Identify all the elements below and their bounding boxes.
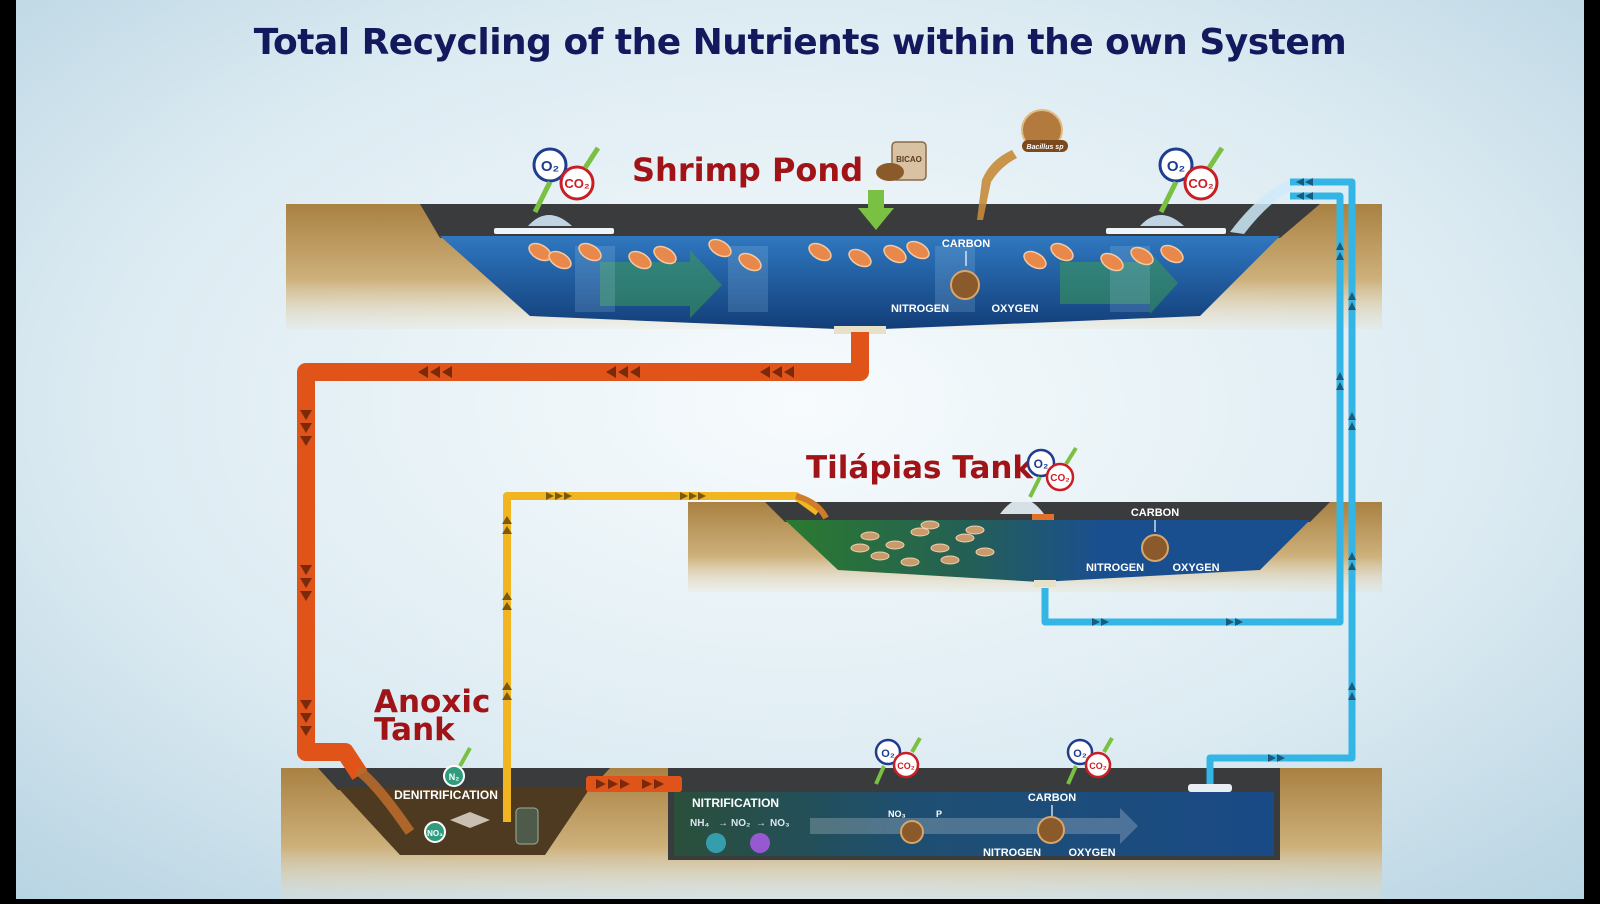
gas-exchange-icon: O₂ CO₂: [1066, 737, 1114, 785]
no3-label: NO₃: [770, 818, 790, 829]
aerator-splash: [528, 215, 572, 226]
arrow-nh4-no2: →: [718, 818, 728, 829]
no2-label: NO₂: [731, 818, 750, 829]
shrimp-carbon-label: CARBON: [942, 238, 990, 250]
shrimp-pond-label: Shrimp Pond: [632, 151, 863, 189]
biofloc-icon: [1037, 816, 1065, 844]
waste-pipe: [297, 332, 869, 780]
svg-text:O₂: O₂: [881, 748, 895, 760]
svg-text:Bacillus sp: Bacillus sp: [1027, 144, 1065, 151]
svg-text:CO₂: CO₂: [1050, 473, 1069, 484]
tilapia-oxygen-label: OXYGEN: [1172, 562, 1219, 574]
gas-exchange-icon: O₂ CO₂: [874, 737, 922, 785]
biofloc-icon: [1141, 534, 1169, 562]
pump-icon: [515, 807, 539, 845]
tilapia-tank-rim: [765, 502, 1330, 522]
waste-outflow: [354, 766, 415, 835]
tilapia-fish: [850, 520, 995, 567]
clean-return-pipe-tilapia: [1041, 192, 1344, 626]
feed-bucket-icon: BICAO: [876, 141, 927, 181]
n2-release-arrow: [458, 747, 472, 767]
pond-drain: [834, 326, 886, 334]
recycle-flow-chevrons: [502, 492, 706, 700]
gas-exchange-icon: O₂ CO₂: [532, 146, 601, 214]
shrimp-nitrogen-label: NITROGEN: [891, 303, 949, 315]
nitri-oxygen-label: OXYGEN: [1068, 847, 1115, 859]
gas-exchange-icon: O₂ CO₂: [1026, 446, 1078, 498]
nitrobacter-icon: [750, 833, 770, 853]
svg-text:CO₂: CO₂: [897, 761, 915, 771]
shrimp-flow-arrow: [600, 250, 722, 318]
background: [16, 0, 1584, 899]
waste-flow-chevrons: [300, 366, 794, 789]
nh4-label: NH₄: [690, 818, 709, 829]
nitrification-outlet: [1188, 784, 1232, 792]
tilapia-carbon-label: CARBON: [1131, 507, 1179, 519]
nitrification-label: NITRIFICATION: [692, 796, 779, 810]
svg-text:O₂: O₂: [1073, 748, 1087, 760]
recycle-pipe: [503, 492, 821, 822]
nitrification-tank-water: [674, 792, 1274, 856]
anoxic-tank-label-line2: Tank: [374, 712, 456, 748]
svg-text:CO₂: CO₂: [1089, 761, 1107, 771]
nitrosomonas-icon: [706, 833, 726, 853]
tilapia-tank: CARBON NITROGEN OXYGEN Tilápias Tank O₂ …: [688, 446, 1382, 592]
svg-text:BICAO: BICAO: [896, 155, 922, 164]
svg-text:CO₂: CO₂: [564, 176, 590, 191]
tilapia-tank-label: Tilápias Tank: [806, 450, 1034, 486]
nitri-nitrogen-label: NITROGEN: [983, 847, 1041, 859]
biofloc-icon: [900, 820, 924, 844]
svg-text:CO₂: CO₂: [1188, 176, 1214, 191]
n2-label: N₂: [449, 772, 460, 782]
no3-small-label: NO₃: [888, 809, 906, 819]
feed-down-arrow: [858, 190, 894, 230]
clean-flow-chevrons: [1092, 178, 1356, 762]
aerator-platform: [1106, 228, 1226, 234]
aerator-float: [1032, 514, 1054, 520]
flow-chevron: [450, 812, 490, 828]
bottom-treatment-section: DENITRIFICATION N₂ NO₃ Anoxic Tank NITRI…: [281, 684, 1382, 899]
svg-text:O₂: O₂: [541, 158, 559, 175]
no3-label: NO₃: [427, 829, 443, 838]
tilapia-nitrogen-label: NITROGEN: [1086, 562, 1144, 574]
shrimps: [528, 238, 1184, 272]
diagram-title: Total Recycling of the Nutrients within …: [253, 22, 1347, 63]
svg-text:O₂: O₂: [1034, 457, 1049, 471]
aerator-platform: [494, 228, 614, 234]
biofloc-icon: [950, 270, 980, 300]
no3-icon: [424, 821, 446, 843]
fountain-aerator: [1000, 499, 1044, 514]
svg-text:O₂: O₂: [1167, 158, 1185, 175]
inflow-spray: [1230, 180, 1296, 234]
bacillus-jar-icon: Bacillus sp: [977, 109, 1068, 220]
arrow-no2-no3: →: [756, 818, 766, 829]
tilapia-drain: [1034, 580, 1056, 587]
gas-exchange-icon: O₂ CO₂: [1158, 146, 1225, 214]
nitrification-flow-arrow: [810, 808, 1138, 844]
aerator-splash: [1140, 215, 1184, 226]
recycle-outflow: [795, 493, 829, 520]
p-label: P: [936, 809, 942, 819]
shrimp-flow-arrow: [1060, 252, 1178, 314]
n2-icon: [443, 765, 465, 787]
shrimp-oxygen-label: OXYGEN: [991, 303, 1038, 315]
nitri-carbon-label: CARBON: [1028, 792, 1076, 804]
clean-return-pipe-nitrification: [1206, 178, 1356, 784]
denitrification-label: DENITRIFICATION: [394, 788, 498, 802]
anoxic-tank-label-line1: Anoxic: [374, 684, 490, 720]
shrimp-pond: CARBON NITROGEN OXYGEN Shrimp Pond BICAO…: [286, 109, 1382, 334]
